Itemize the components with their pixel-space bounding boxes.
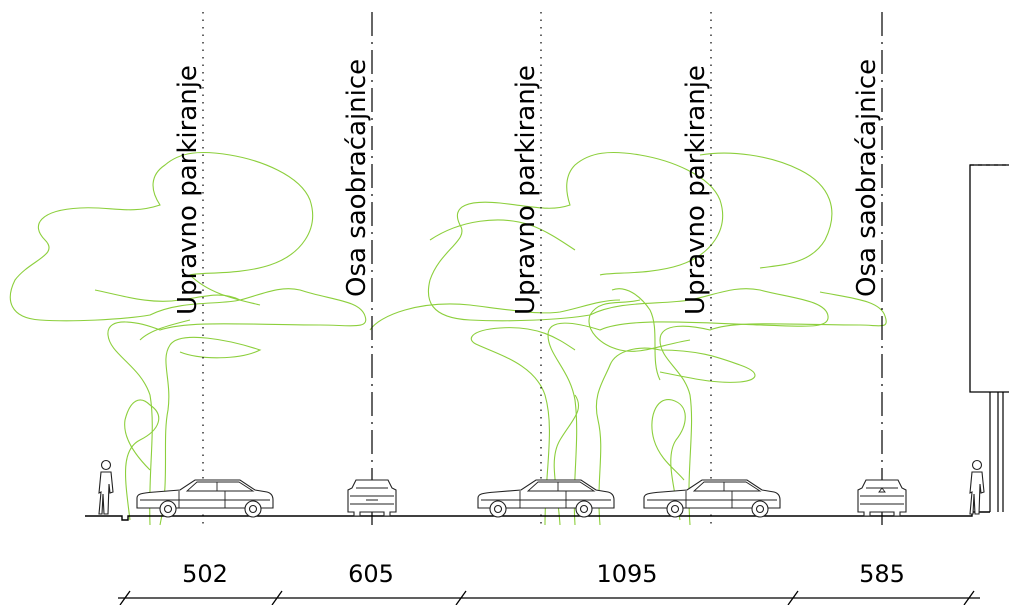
building-icon: [969, 164, 1009, 512]
car-side-icon: [136, 479, 274, 518]
car-front-icon: [857, 479, 907, 517]
axis-label-road-axis: Osa saobraćajnice: [342, 59, 372, 297]
dimension-label: 585: [859, 560, 905, 588]
axis-label-parking: Upravno parkiranje: [511, 65, 541, 315]
axis-label-road-axis: Osa saobraćajnice: [852, 59, 882, 297]
axis-label-parking: Upravno parkiranje: [173, 65, 203, 315]
dimension-line: [118, 590, 980, 605]
car-side-icon: [643, 479, 781, 518]
ground-line: [85, 511, 990, 521]
dimension-label: 1095: [596, 560, 657, 588]
tree-left-canopy: [9, 151, 367, 526]
tree-left-branches: [94, 289, 262, 526]
person-icon: [98, 459, 114, 515]
dimension-label: 605: [348, 560, 394, 588]
car-rear-icon: [347, 479, 397, 517]
tree-outline-icon: [9, 151, 887, 526]
tree-center-canopy: [427, 151, 829, 526]
axis-label-parking: Upravno parkiranje: [681, 65, 711, 315]
person-icon: [969, 459, 985, 515]
dimension-label: 502: [182, 560, 228, 588]
tree-center-right: [588, 152, 887, 526]
car-side-icon: [477, 479, 615, 518]
tree-center-left: [369, 219, 621, 526]
